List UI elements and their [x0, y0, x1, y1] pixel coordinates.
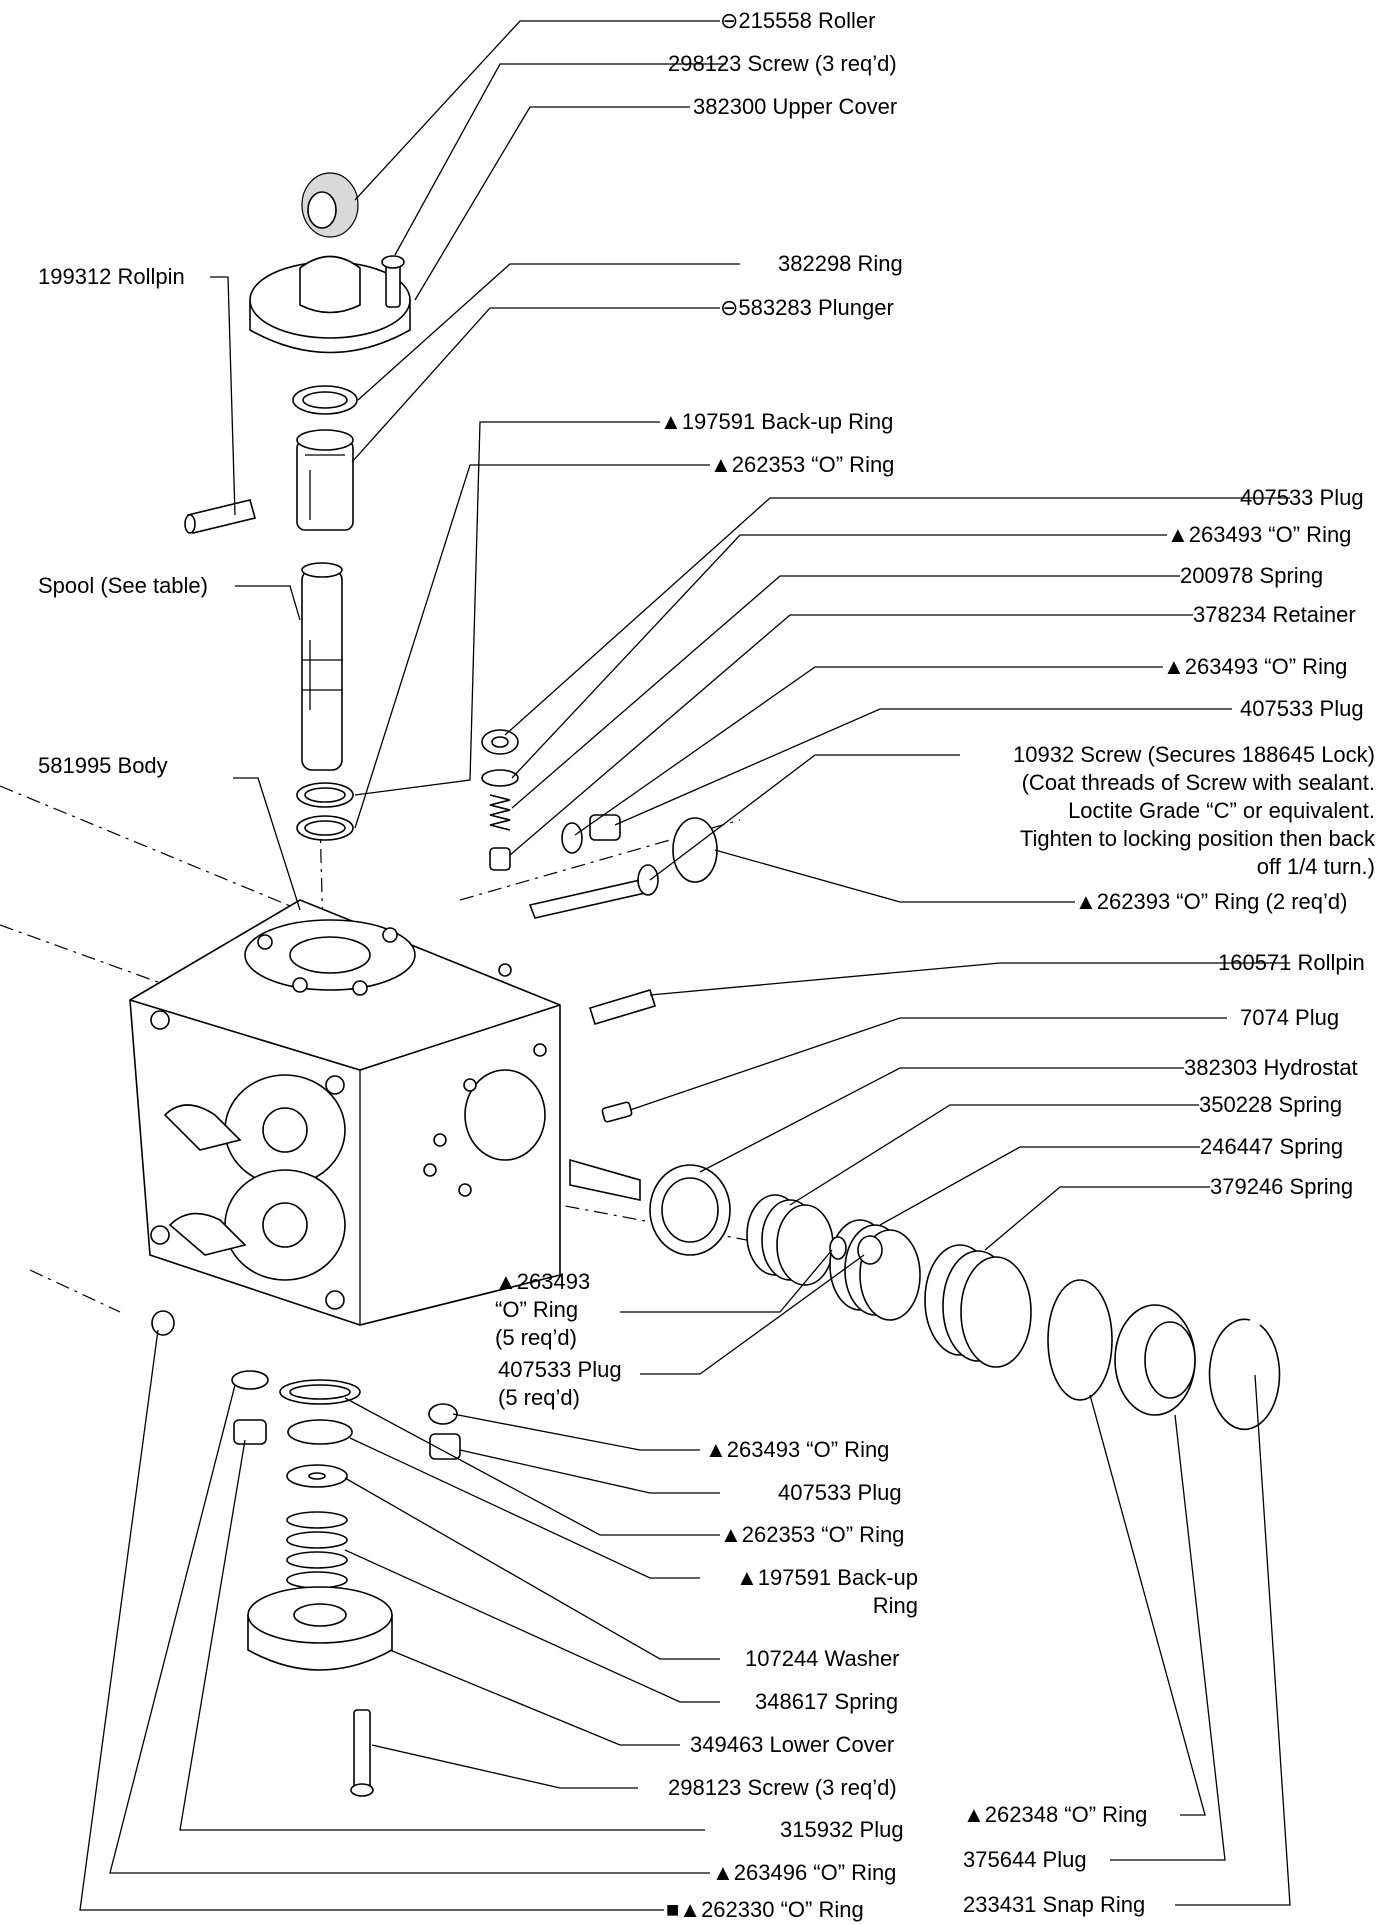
label-hydrostat: 382303 Hydrostat — [1184, 1055, 1358, 1080]
screw-10932 — [528, 864, 659, 919]
o-ring-263493-bottom — [428, 1403, 458, 1425]
plug-7074 — [601, 1101, 633, 1123]
label-backup-ring-top: ▲197591 Back-up Ring — [660, 409, 894, 434]
label-o-ring-263493-b: ▲263493 “O” Ring — [1163, 654, 1348, 679]
label-screw-10932-line4: Tighten to locking position then back — [1019, 826, 1375, 851]
rollpin-160571 — [588, 989, 657, 1025]
label-retainer: 378234 Retainer — [1193, 602, 1356, 627]
centerline-middle-left — [0, 924, 181, 991]
label-snap-ring: 233431 Snap Ring — [963, 1892, 1146, 1917]
backup-ring-197591-bottom — [287, 1419, 353, 1445]
label-rollpin-160571: 160571 Rollpin — [1218, 950, 1365, 975]
o-ring-263493-side — [561, 822, 583, 854]
label-o-ring-262393: ▲262393 “O” Ring (2 req’d) — [1075, 889, 1348, 914]
o-ring-263496 — [231, 1370, 269, 1390]
hydrostat-382303 — [569, 1158, 731, 1256]
o-ring-262393 — [672, 817, 718, 883]
label-plug-5req-line2: (5 req’d) — [498, 1385, 580, 1410]
label-plug-375644: 375644 Plug — [963, 1847, 1087, 1872]
label-plug-5req-line1: 407533 Plug — [498, 1357, 622, 1382]
label-roller: ⊖215558 Roller — [720, 8, 876, 33]
label-o-ring-5req-line1: ▲263493 — [495, 1269, 591, 1294]
snap-ring-233431 — [1208, 1318, 1281, 1431]
label-spring-348617: 348617 Spring — [755, 1689, 899, 1714]
screw-298123-upper — [381, 255, 405, 308]
label-plug-5req: 407533 Plug (5 req’d) — [498, 1356, 622, 1412]
label-spring-200978: 200978 Spring — [1180, 563, 1324, 588]
label-plug-315932: 315932 Plug — [780, 1817, 904, 1842]
leader-lines — [79, 20, 1291, 1911]
rollpin-199312 — [184, 499, 256, 534]
label-rollpin-199312: 199312 Rollpin — [38, 264, 185, 289]
label-washer: 107244 Washer — [745, 1646, 900, 1671]
roller-215558 — [301, 172, 359, 238]
o-ring-263493-right — [829, 1236, 847, 1260]
screw-298123-lower — [350, 1709, 374, 1797]
label-plug-407533-c: 407533 Plug — [778, 1480, 902, 1505]
o-ring-263493-top — [481, 769, 519, 787]
spring-348617 — [286, 1511, 348, 1589]
label-backup-ring-bottom-line1: ▲197591 Back-up — [735, 1565, 918, 1590]
plunger-583283 — [296, 429, 354, 531]
label-lower-cover: 349463 Lower Cover — [690, 1732, 895, 1757]
label-screw-10932: 10932 Screw (Secures 188645 Lock) (Coat … — [960, 741, 1375, 881]
label-screw-upper: 298123 Screw (3 req’d) — [668, 51, 897, 76]
o-ring-262353-bottom — [279, 1379, 361, 1405]
label-spool: Spool (See table) — [38, 573, 208, 598]
label-screw-10932-line1: 10932 Screw (Secures 188645 Lock) — [1013, 742, 1375, 767]
lower-cover-349463 — [247, 1586, 393, 1671]
label-body: 581995 Body — [38, 753, 168, 778]
label-o-ring-5req-line3: (5 req’d) — [495, 1325, 577, 1350]
spool — [301, 562, 343, 771]
label-plug-7074: 7074 Plug — [1240, 1005, 1340, 1030]
spring-379246 — [924, 1244, 1032, 1368]
plug-315932 — [233, 1419, 267, 1445]
label-o-ring-5req-line2: “O” Ring — [495, 1297, 579, 1322]
spring-350228 — [746, 1194, 834, 1286]
upper-cover-382300 — [249, 255, 411, 354]
label-spring-350228: 350228 Spring — [1199, 1092, 1343, 1117]
label-o-ring-263493-c: ▲263493 “O” Ring — [705, 1437, 890, 1462]
label-backup-ring-bottom-line2: Ring — [872, 1593, 918, 1618]
label-upper-cover: 382300 Upper Cover — [693, 94, 898, 119]
label-o-ring-262348: ▲262348 “O” Ring — [963, 1802, 1148, 1827]
label-plug-407533-b: 407533 Plug — [1240, 696, 1364, 721]
label-spring-246447: 246447 Spring — [1200, 1134, 1344, 1159]
label-o-ring-262353-top: ▲262353 “O” Ring — [710, 452, 895, 477]
label-plug-407533-a: 407533 Plug — [1240, 485, 1364, 510]
label-o-ring-262353-bottom: ▲262353 “O” Ring — [720, 1522, 905, 1547]
plug-407533-side — [589, 814, 621, 841]
label-screw-10932-line2: (Coat threads of Screw with sealant. — [1021, 770, 1375, 795]
label-ring-382298: 382298 Ring — [778, 251, 903, 276]
washer-107244 — [286, 1464, 348, 1488]
plug-407533-top — [481, 729, 519, 755]
o-rings-spool — [296, 782, 354, 841]
body-581995 — [129, 899, 561, 1326]
ring-382298 — [292, 385, 358, 415]
label-o-ring-262330: ■▲262330 “O” Ring — [666, 1897, 864, 1922]
plug-407533-bottom — [429, 1433, 461, 1460]
label-plunger: ⊖583283 Plunger — [720, 295, 894, 320]
o-ring-262348 — [1047, 1279, 1113, 1401]
plug-407533-right — [857, 1235, 883, 1265]
retainer-378234 — [489, 847, 511, 871]
label-o-ring-263493-a: ▲263493 “O” Ring — [1167, 522, 1352, 547]
label-screw-10932-line3: Loctite Grade “C” or equivalent. — [1068, 798, 1375, 823]
spring-200978 — [489, 794, 511, 831]
label-spring-379246: 379246 Spring — [1210, 1174, 1354, 1199]
label-o-ring-5req: ▲263493 “O” Ring (5 req’d) — [495, 1268, 590, 1352]
label-screw-lower: 298123 Screw (3 req’d) — [668, 1775, 897, 1800]
o-ring-262330 — [151, 1310, 175, 1336]
centerline-lower-left — [29, 1269, 121, 1313]
label-backup-ring-bottom: ▲197591 Back-up Ring — [700, 1564, 918, 1620]
label-screw-10932-line5: off 1/4 turn.) — [1256, 854, 1375, 879]
label-o-ring-263496: ▲263496 “O” Ring — [712, 1860, 897, 1885]
centerline-upper-left — [0, 785, 301, 911]
plug-375644 — [1114, 1304, 1196, 1416]
